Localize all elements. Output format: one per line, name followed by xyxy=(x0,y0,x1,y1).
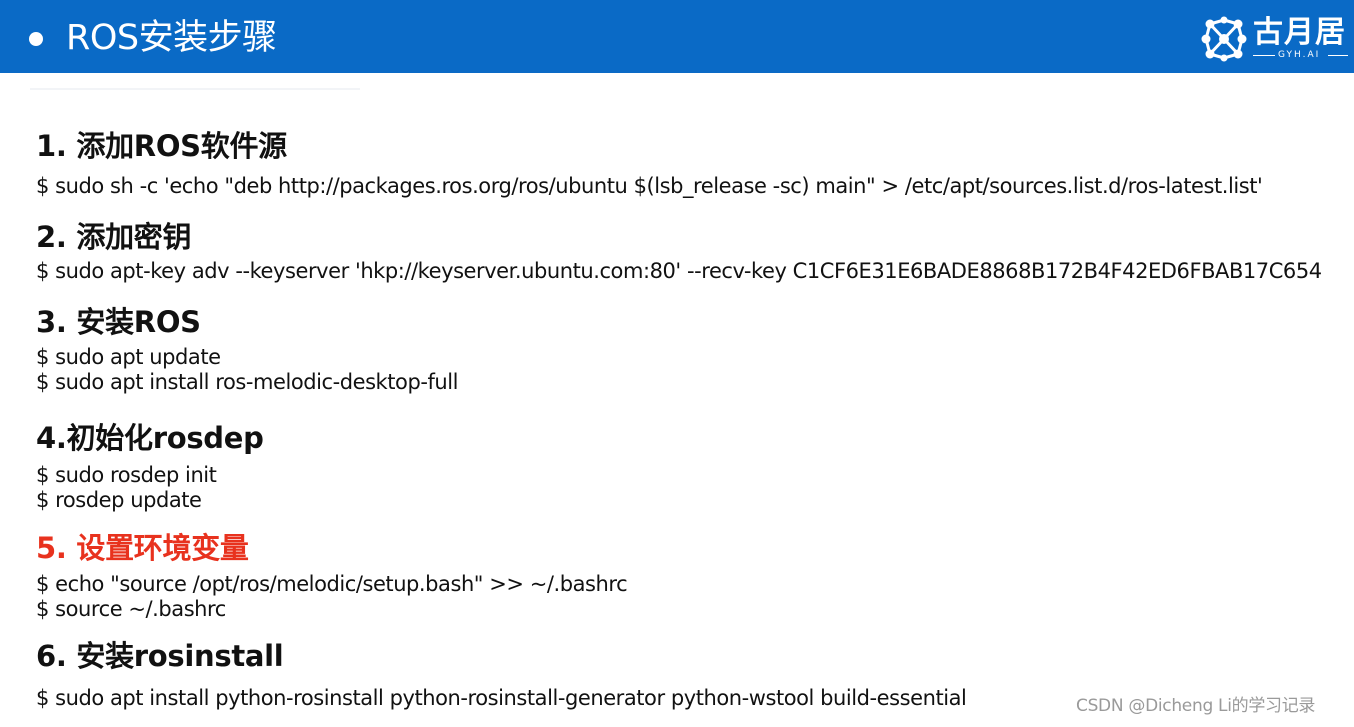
logo-wordmark: 古月居 xyxy=(1253,15,1346,50)
step-5-command-2: $ source ~/.bashrc xyxy=(36,597,226,621)
step-4-command-1: $ sudo rosdep init xyxy=(36,463,217,487)
step-6-heading: 6. 安装rosinstall xyxy=(36,639,284,673)
step-5-command-1: $ echo "source /opt/ros/melodic/setup.ba… xyxy=(36,572,628,596)
step-1-heading: 1. 添加ROS软件源 xyxy=(36,129,287,163)
step-6-command: $ sudo apt install python-rosinstall pyt… xyxy=(36,686,967,710)
step-3-heading: 3. 安装ROS xyxy=(36,305,201,339)
slide-title: ROS安装步骤 xyxy=(66,18,277,58)
divider xyxy=(30,88,360,90)
step-4-command-2: $ rosdep update xyxy=(36,488,202,512)
step-2-command: $ sudo apt-key adv --keyserver 'hkp://ke… xyxy=(36,259,1322,283)
logo-divider xyxy=(1253,55,1275,56)
logo-subtext: GYH.AI xyxy=(1278,50,1321,60)
step-5-heading: 5. 设置环境变量 xyxy=(36,531,249,565)
step-3-command-1: $ sudo apt update xyxy=(36,345,221,369)
watermark: CSDN @Dicheng Li的学习记录 xyxy=(1076,696,1316,716)
gyh-logo: 古月居 GYH.AI xyxy=(1200,16,1350,62)
step-1-command: $ sudo sh -c 'echo "deb http://packages.… xyxy=(36,174,1263,198)
bullet-icon xyxy=(29,32,43,46)
molecule-icon xyxy=(1201,16,1247,62)
step-4-heading: 4.初始化rosdep xyxy=(36,421,264,455)
slide-header: ROS安装步骤 xyxy=(0,0,1354,73)
logo-divider xyxy=(1328,55,1348,56)
step-3-command-2: $ sudo apt install ros-melodic-desktop-f… xyxy=(36,370,459,394)
step-2-heading: 2. 添加密钥 xyxy=(36,220,192,254)
